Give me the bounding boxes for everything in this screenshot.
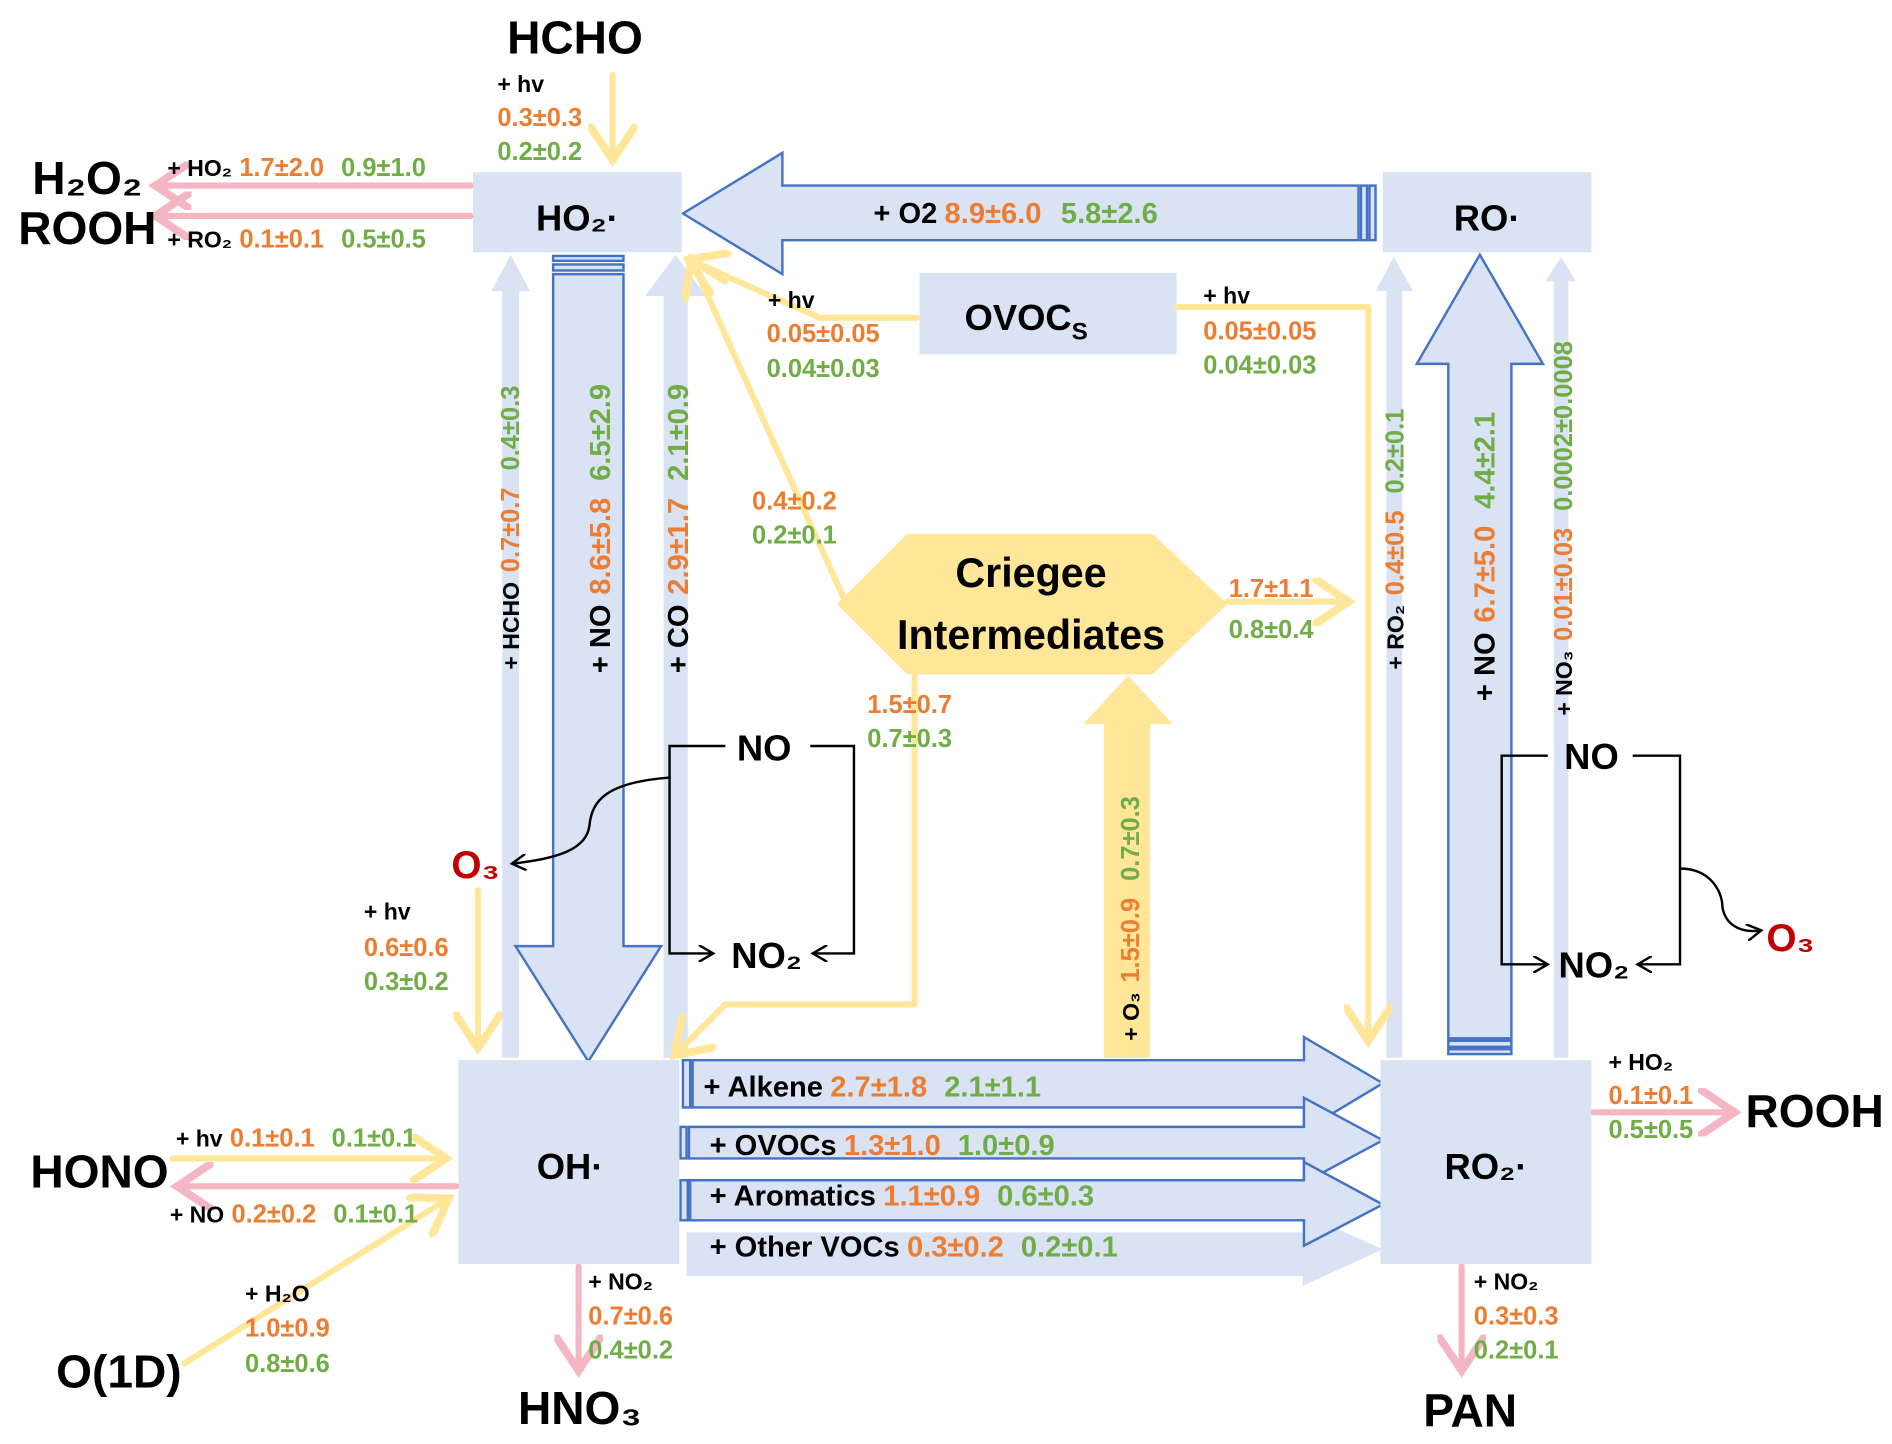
no-no2-cycle-left [512, 744, 856, 953]
rooh-left-label: ROOH [18, 202, 156, 254]
o1d-h2o-value-1: 1.0±0.9 [245, 1315, 330, 1343]
ro2-no2-value-1: 0.3±0.3 [1474, 1303, 1559, 1331]
ho2-box [473, 172, 682, 253]
ci-ro2-value-1: 1.7±1.1 [1229, 575, 1314, 603]
arrow-ro-o2-to-ho2 [680, 150, 1377, 277]
no2-left-label: NO₂ [731, 935, 802, 976]
ovocs-hv-left-reagent: + hv [768, 287, 815, 313]
arrow-oh-ovocs-to-ro2 [679, 1095, 1386, 1185]
arrow-oh-aromatics-to-ro2 [679, 1160, 1386, 1248]
o1d-label: O(1D) [56, 1346, 181, 1398]
arrow-ovocs-hv-to-ho2 [689, 260, 921, 321]
hcho-label: HCHO [507, 11, 643, 63]
ho2-label: HO₂· [536, 197, 619, 238]
arrow-ho2-no-to-oh [513, 254, 664, 1064]
arrow-alkene-o3-to-criegee [1083, 675, 1173, 1058]
hcho-hv-reagent: + hv [497, 71, 544, 97]
ro2-ho2-value-2: 0.5±0.5 [1608, 1116, 1693, 1144]
ovocs-label: OVOCS [965, 297, 1088, 346]
h2o2-label: H₂O₂ [32, 152, 142, 204]
ro2-no3-label: + NO₃0.01±0.030.0002±0.0008 [1550, 341, 1578, 716]
ci-oh-value-1: 1.5±0.7 [867, 691, 952, 719]
no-left-label: NO [737, 728, 792, 769]
hcho-hv-value-2: 0.2±0.2 [497, 138, 582, 166]
ro2-ro2-label: + RO₂0.4±0.50.2±0.1 [1381, 409, 1409, 670]
oh-no2-value-2: 0.4±0.2 [588, 1337, 673, 1365]
ro2-box [1380, 1060, 1592, 1264]
criegee-hexagon [836, 533, 1228, 675]
oh-box [458, 1060, 680, 1264]
oh-no2-reagent: + NO₂ [588, 1268, 653, 1294]
arrow-ro2-ro2-to-ro [1375, 257, 1414, 1058]
ro2-ho2-reagent: + HO₂ [1608, 1049, 1673, 1075]
ro-label: RO· [1454, 197, 1521, 238]
oh-hcho-label: + HCHO0.7±0.70.4±0.3 [497, 386, 525, 670]
criegee-label-line2: Intermediates [897, 612, 1165, 658]
o3-hv-reagent: + hv [364, 898, 411, 924]
ci-ho2-value-2: 0.2±0.1 [752, 521, 837, 549]
arrow-criegee-to-oh [674, 672, 918, 1056]
ovocs-hv-right-reagent: + hv [1203, 282, 1250, 308]
ro-box [1382, 172, 1592, 253]
o3-right-label: O₃ [1766, 917, 1814, 960]
ho2-no-label: + NO8.6±5.86.5±2.9 [585, 384, 617, 673]
arrow-ro2-no-to-ro [1414, 252, 1546, 1056]
arrow-ro2-no3-to-ro [1545, 257, 1576, 1058]
arrow-criegee-to-ho2 [691, 260, 848, 603]
ci-oh-value-2: 0.7±0.3 [867, 725, 952, 753]
o3-hv-value-2: 0.3±0.2 [364, 968, 449, 996]
arrow-o1d-to-oh [181, 1198, 448, 1367]
hno3-label: HNO₃ [518, 1382, 642, 1434]
o1d-h2o-reagent: + H₂O [245, 1281, 310, 1307]
o3-left-label: O₃ [451, 844, 499, 887]
arrow-ovocs-hv-to-ro2 [1173, 303, 1369, 1041]
arrow-oh-co-to-ho2 [645, 254, 706, 1058]
oh-no2-value-1: 0.7±0.6 [588, 1303, 673, 1331]
pan-label: PAN [1423, 1384, 1517, 1436]
ovocs-box [919, 272, 1177, 355]
o3-hv-value-1: 0.6±0.6 [364, 934, 449, 962]
ro2-ho2-value-1: 0.1±0.1 [1608, 1082, 1693, 1110]
no-no2-cycle-right [1500, 754, 1762, 965]
ovocs-hv-left-value-1: 0.05±0.05 [767, 320, 880, 348]
no-right-label: NO [1564, 736, 1619, 777]
ovocs-hv-right-value-2: 0.04±0.03 [1203, 352, 1316, 380]
alkene-o3-label: + O₃1.5±0.90.7±0.3 [1117, 796, 1145, 1041]
ro2-no2-reagent: + NO₂ [1474, 1268, 1539, 1294]
ci-ho2-value-1: 0.4±0.2 [752, 487, 837, 515]
ro2-no-label: + NO6.7±5.04.4±2.1 [1469, 412, 1501, 701]
o1d-h2o-value-2: 0.8±0.6 [245, 1350, 330, 1378]
ovocs-hv-left-value-2: 0.04±0.03 [767, 355, 880, 383]
ro2-no2-value-2: 0.2±0.1 [1474, 1337, 1559, 1365]
rooh-right-label: ROOH [1746, 1085, 1884, 1137]
hono-label: HONO [30, 1146, 168, 1198]
oh-label: OH· [537, 1146, 604, 1187]
arrow-oh-alkene-to-ro2 [681, 1035, 1386, 1133]
criegee-label-line1: Criegee [955, 550, 1106, 596]
no2-right-label: NO₂ [1559, 945, 1630, 986]
hcho-hv-value-1: 0.3±0.3 [497, 104, 582, 132]
ro2-label: RO₂· [1445, 1146, 1528, 1187]
oh-co-label: + CO2.9±1.72.1±0.9 [663, 384, 695, 673]
ci-ro2-value-2: 0.8±0.4 [1229, 616, 1315, 644]
ovocs-hv-right-value-1: 0.05±0.05 [1203, 318, 1316, 346]
